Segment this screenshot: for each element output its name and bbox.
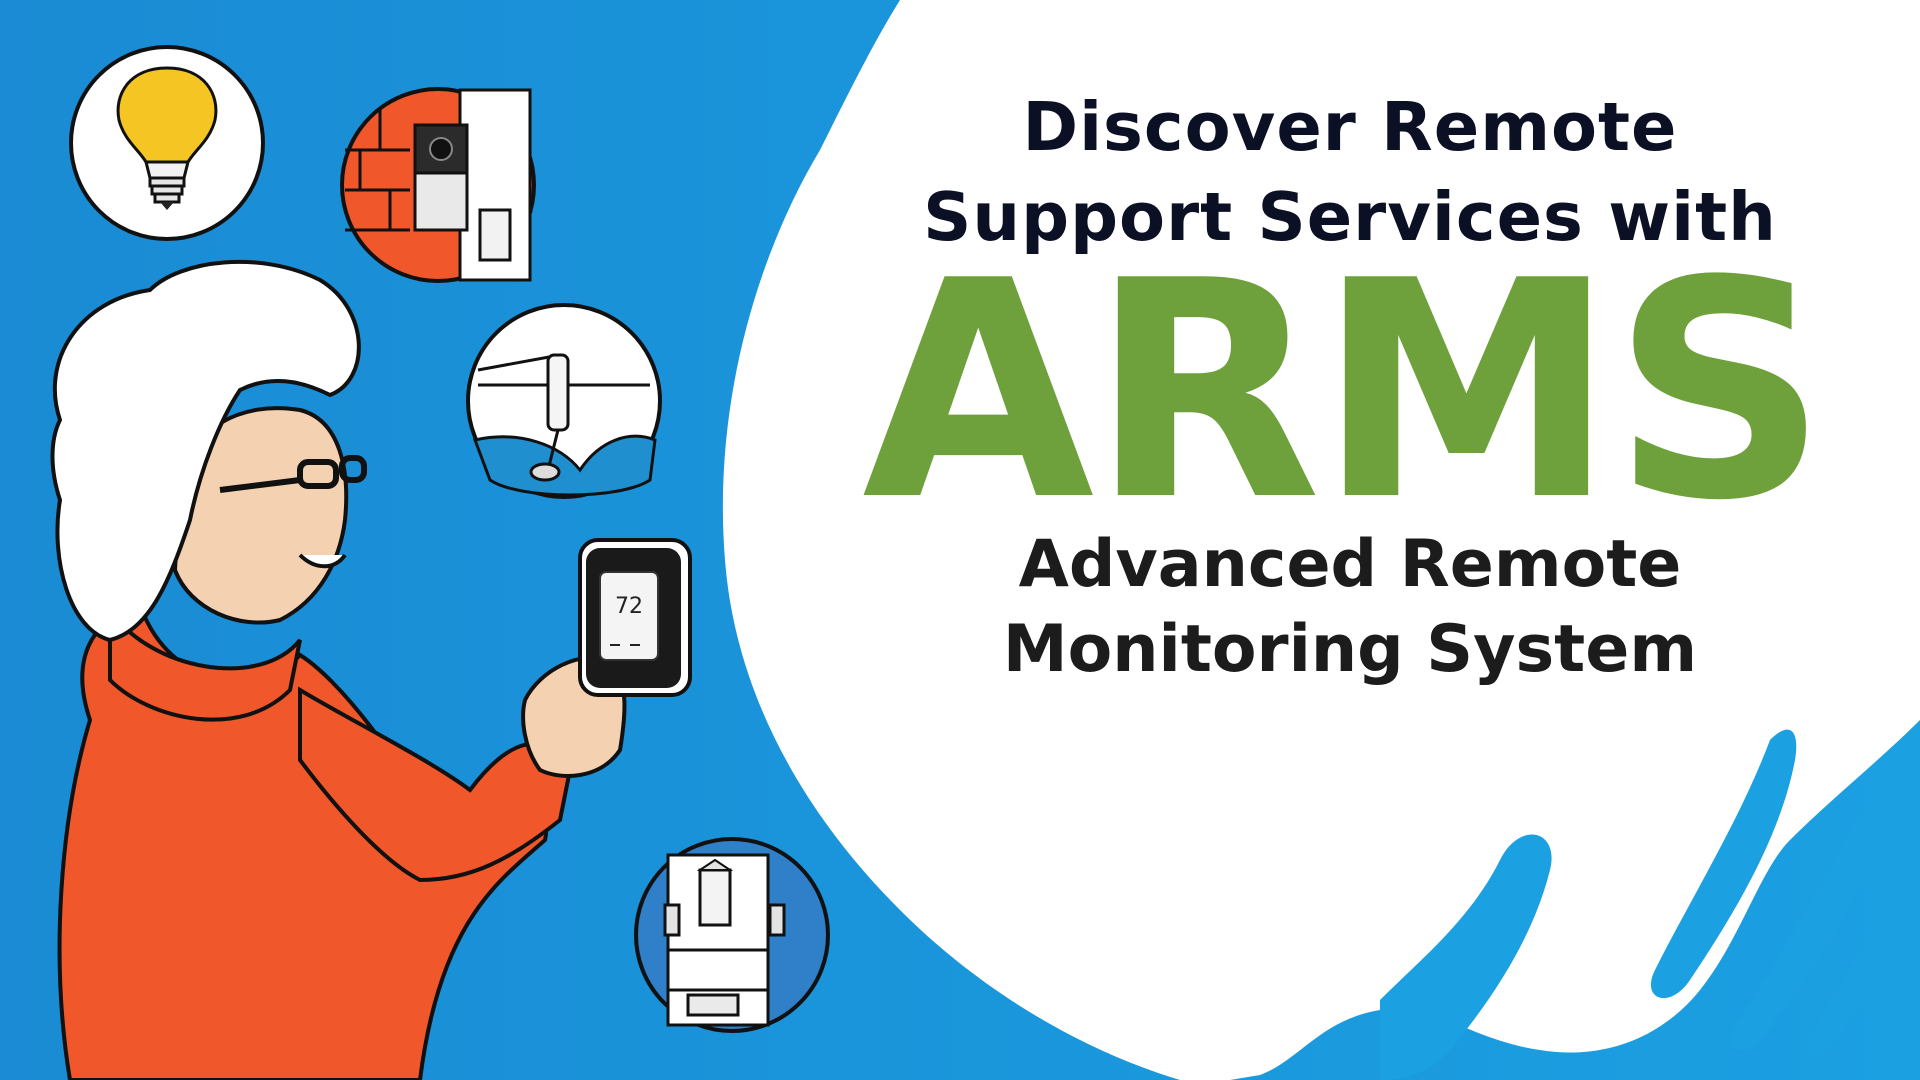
glasses-icon [219, 455, 367, 493]
brand-name: ARMS [862, 217, 1828, 566]
refrigerator-icon [634, 837, 830, 1033]
headline-line-2: Support Services with [923, 178, 1777, 256]
water-sensor-icon [466, 303, 662, 499]
thermostat-reading: 72 [615, 594, 643, 619]
headline-line-1: Discover Remote [1022, 88, 1678, 166]
subline-line-2: Monitoring System [1002, 612, 1698, 687]
doorbell-camera-icon [340, 87, 536, 283]
splash-drops [1380, 729, 1917, 1080]
lightbulb-icon [69, 45, 265, 241]
white-splash [722, 0, 1920, 1080]
hair [50, 259, 361, 643]
thermostat-icon: 72 [578, 538, 692, 697]
woman-illustration [50, 259, 627, 1080]
title-block: Discover Remote Support Services with AR… [820, 82, 1880, 692]
subline-line-1: Advanced Remote [1018, 527, 1682, 602]
